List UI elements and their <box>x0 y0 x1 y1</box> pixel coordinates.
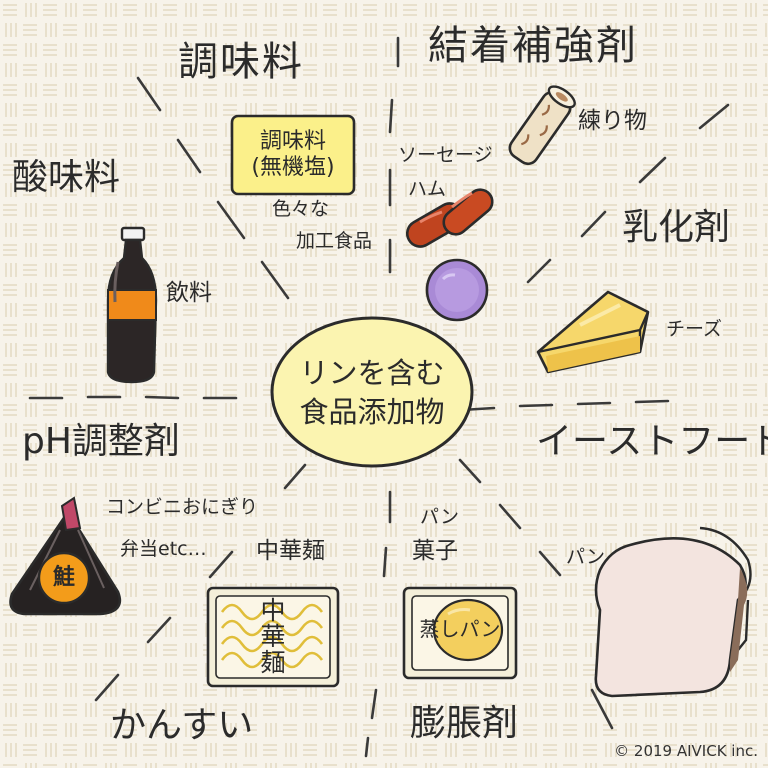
divider-lower-left <box>94 463 307 702</box>
item-ham: ハム <box>408 178 447 200</box>
fish-paste-illustration <box>508 85 576 166</box>
item-bread-sweets-line2: 菓子 <box>412 538 458 564</box>
category-ph-adjuster: pH調整剤 <box>22 421 180 462</box>
item-processed-foods-line2: 加工食品 <box>296 230 373 252</box>
salmon-badge-text: 鮭 <box>44 562 84 594</box>
rice-ball-illustration <box>9 496 122 616</box>
divider-right <box>460 399 670 412</box>
item-drinks: 飲料 <box>166 280 212 306</box>
center-title: リンを含む 食品添加物 <box>272 318 472 468</box>
seasoning-box-line2: (無機塩) <box>251 155 335 180</box>
copyright-notice: © 2019 AIVICK inc. <box>614 742 758 760</box>
divider-lower-right <box>458 458 614 730</box>
ham-illustration <box>425 258 489 322</box>
cheese-illustration <box>536 290 650 374</box>
steamed-bread-pack-text: 蒸しパン <box>410 614 510 644</box>
item-bread: パン <box>566 546 605 568</box>
seasoning-box-line1: 調味料 <box>259 128 326 154</box>
seasoning-box-text: 調味料 (無機塩) <box>232 116 354 194</box>
item-rice-ball-line1: コンビニおにぎり <box>106 496 259 518</box>
item-processed-foods-line1: 色々な <box>272 198 330 220</box>
noodle-pack-char3: 麺 <box>260 648 286 678</box>
drink-bottle-illustration <box>106 226 158 384</box>
divider-bottom-center <box>364 490 392 758</box>
category-leavening: 膨脹剤 <box>410 703 519 744</box>
category-binder: 結着補強剤 <box>428 23 638 69</box>
steamed-bread-label: 蒸しパン <box>419 616 501 641</box>
divider-upper-right <box>526 103 730 284</box>
noodle-pack-illustration <box>206 586 340 688</box>
item-rice-ball-line2: 弁当etc… <box>120 538 207 560</box>
salmon-label: 鮭 <box>52 565 75 591</box>
divider-upper-left <box>136 76 290 300</box>
center-bubble <box>270 316 474 468</box>
sausage-illustration <box>405 188 494 248</box>
steamed-bread-pack-illustration <box>402 586 518 680</box>
noodle-pack-text: 中 華 麺 <box>246 594 300 680</box>
divider-left <box>28 395 238 400</box>
item-cheese: チーズ <box>666 318 723 340</box>
center-title-line1: リンを含む <box>299 355 445 390</box>
category-kansui: かんすい <box>110 705 254 746</box>
seasoning-label-box <box>230 114 356 196</box>
item-chinese-noodles: 中華麺 <box>256 538 325 564</box>
divider-top-center <box>388 36 400 274</box>
category-yeast-food: イーストフード <box>536 421 768 462</box>
noodle-pack-char1: 中 <box>260 595 286 625</box>
center-title-line2: 食品添加物 <box>299 395 445 429</box>
category-seasoning: 調味料 <box>178 39 304 85</box>
item-fish-paste: 練り物 <box>578 108 647 134</box>
noodle-pack-char2: 華 <box>260 621 286 651</box>
item-sausage: ソーセージ <box>398 144 493 166</box>
bread-illustration <box>594 526 752 698</box>
category-emulsifier: 乳化剤 <box>622 207 731 248</box>
item-bread-sweets-line1: パン <box>420 506 459 528</box>
divider-lines <box>28 36 730 758</box>
category-acidulant: 酸味料 <box>12 157 121 198</box>
